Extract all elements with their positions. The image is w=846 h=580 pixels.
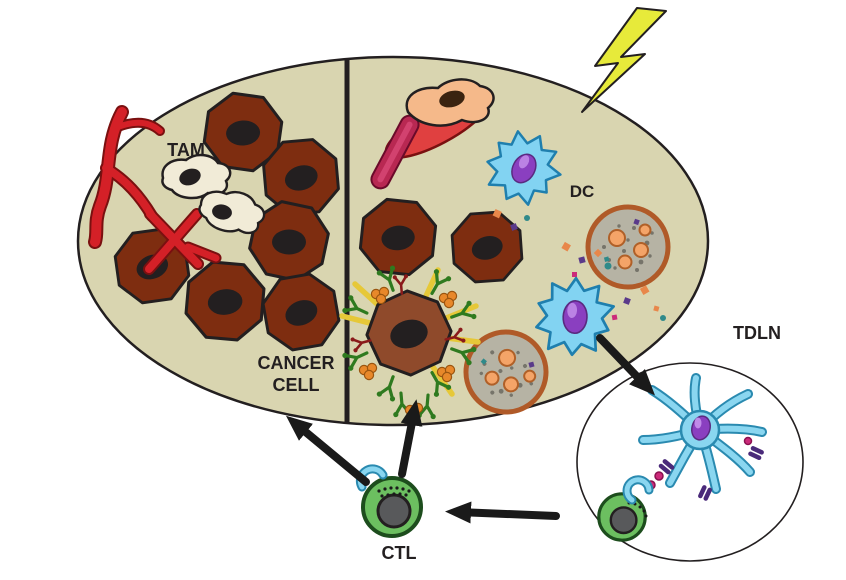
stromal-cell-cluster (370, 78, 495, 190)
tam-macrophages (161, 153, 270, 241)
debris-fragment (660, 315, 666, 321)
debris-fragment (623, 297, 631, 305)
t-cell (361, 476, 423, 538)
nucleus-highlight (694, 417, 702, 429)
macrophage-nucleus (212, 204, 232, 220)
tdln-t-cell (597, 475, 654, 542)
debris-fragment (492, 209, 502, 219)
arrow-ctl-to-cancer-cell (398, 399, 423, 478)
label-cancer-cell-line1: CANCER (257, 353, 334, 373)
orange-cell-nucleus (439, 90, 465, 108)
label-tam: TAM (167, 140, 205, 160)
ctl-cell (355, 464, 423, 538)
t-cell-granules (627, 501, 648, 518)
cancer-cell-nucleus (390, 319, 428, 349)
flow-arrows (285, 334, 655, 524)
debris-fragment (604, 262, 612, 270)
antibody-coated-cancer-cell (339, 263, 481, 421)
dying-cancer-cell (588, 207, 668, 287)
debris-fragment (510, 223, 518, 231)
macrophage-nucleus (179, 168, 201, 186)
ctl-granules (377, 486, 411, 498)
radiation-lightning-bolt (581, 7, 667, 113)
antigen-debris-field (492, 209, 666, 321)
tdln-dendritic-cell (638, 373, 767, 494)
arrow-ctl-to-tumor (285, 415, 370, 486)
debris-fragment (572, 272, 577, 277)
tdln-region (576, 362, 804, 562)
label-cancer-cell-line2: CELL (273, 375, 320, 395)
label-dc: DC (570, 182, 595, 201)
debris-fragment (578, 256, 586, 264)
t-cell-receptor (622, 475, 654, 505)
debris-fragment (639, 285, 650, 295)
debris-fragment (653, 305, 660, 312)
debris-fragment (561, 241, 571, 252)
debris-fragment (611, 314, 618, 321)
t-cell (597, 492, 647, 542)
debris-fragment (524, 215, 530, 221)
arrow-tdln-to-ctl (445, 501, 560, 524)
arrow-dc-to-tdln (596, 334, 655, 396)
ctl-receptor (355, 464, 388, 492)
label-ctl: CTL (382, 543, 417, 563)
blood-vessel (88, 105, 222, 275)
label-tdln: TDLN (733, 323, 781, 343)
